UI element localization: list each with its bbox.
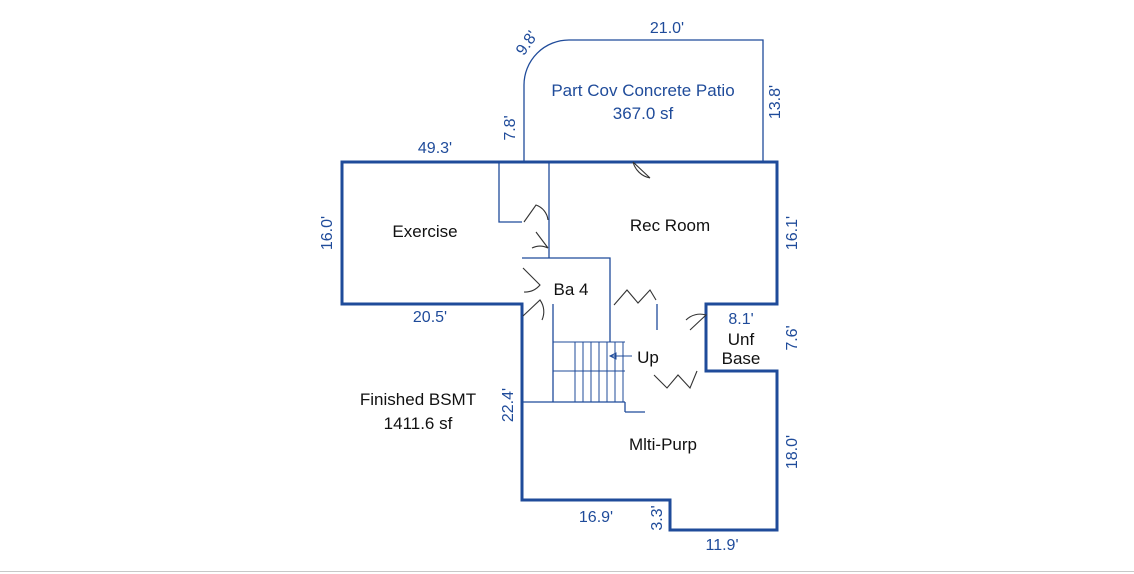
dim-bottom-right: 11.9': [705, 537, 738, 554]
bath-wall: [522, 257, 611, 342]
room-rec-room: Rec Room: [630, 216, 710, 235]
room-exercise: Exercise: [392, 222, 457, 241]
stairs-label: Up: [637, 348, 659, 367]
dim-unf-right: 7.6': [784, 325, 801, 350]
dim-top: 49.3': [418, 140, 452, 157]
floor-area: 1411.6 sf: [384, 414, 453, 433]
dim-stair-left: 22.4': [500, 388, 517, 422]
dim-patio-right: 13.8': [767, 85, 784, 119]
dim-patio-top: 21.0': [650, 20, 684, 37]
bottom-divider: [0, 571, 1134, 572]
dim-exercise-bottom: 20.5': [413, 309, 447, 326]
patio-area: 367.0 sf: [613, 104, 674, 123]
stairs: [522, 304, 645, 413]
dim-lower-right: 18.0': [784, 435, 801, 469]
room-multi-purpose: Mlti-Purp: [629, 435, 697, 454]
exercise-closet-wall: [498, 162, 522, 223]
dim-bottom-step: 3.3': [649, 505, 666, 530]
door-swings: [522, 161, 708, 390]
room-bath: Ba 4: [554, 280, 589, 299]
dim-patio-left: 7.8': [502, 115, 519, 140]
floor-label: Finished BSMT: [360, 390, 476, 409]
patio-outline: [523, 39, 764, 162]
dim-bottom-left: 16.9': [579, 509, 613, 526]
dim-rec-right: 16.1': [784, 216, 801, 250]
dim-patio-arc: 9.8': [513, 28, 541, 58]
patio-name: Part Cov Concrete Patio: [551, 81, 734, 100]
room-unf-line1: Unf: [728, 330, 755, 349]
dim-unf-top: 8.1': [728, 311, 753, 328]
dim-exercise-left: 16.0': [319, 216, 336, 250]
exterior-wall: [340, 160, 779, 532]
room-unf-line2: Base: [722, 349, 761, 368]
